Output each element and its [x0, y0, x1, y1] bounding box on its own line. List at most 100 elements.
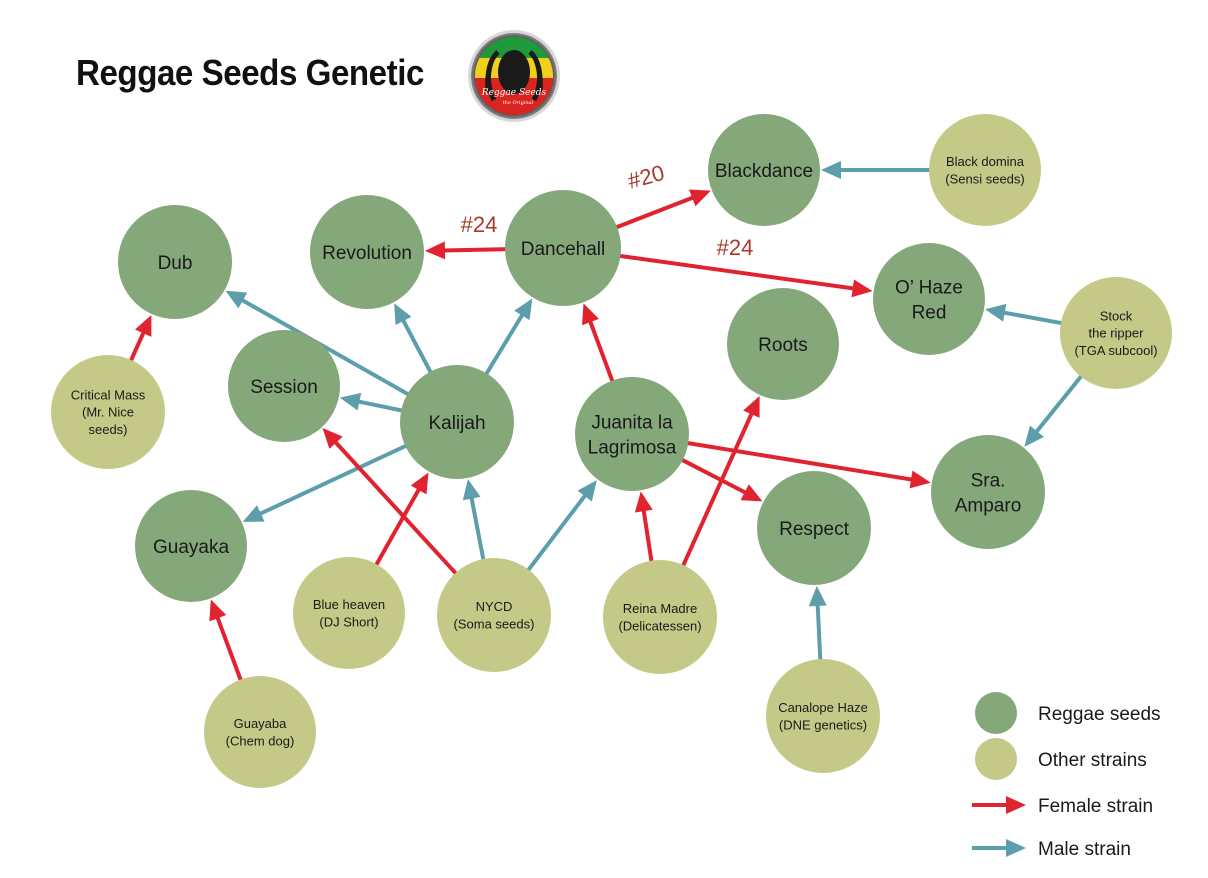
- edge-nycd-to-session: [322, 428, 460, 578]
- node-black_domina-label-0: Black domina: [946, 154, 1025, 169]
- legend-reggae-label: Reggae seeds: [1038, 704, 1161, 725]
- edge-dancehall-to-revolution: [424, 241, 510, 260]
- node-critical-label-1: (Mr. Nice: [82, 405, 134, 420]
- node-session-circle: [228, 330, 340, 442]
- node-stock-label-1: the ripper: [1089, 326, 1145, 341]
- legend: Reggae seeds Other strains Female strain…: [972, 692, 1161, 860]
- node-nycd: NYCD (Soma seeds): [437, 558, 551, 672]
- node-blackdance-circle: [708, 114, 820, 226]
- node-nycd-circle: [437, 558, 551, 672]
- node-revolution-label-0: Revolution: [322, 243, 412, 264]
- node-respect: Respect: [757, 471, 871, 585]
- legend-other-swatch: [975, 738, 1017, 780]
- node-critical-circle: [51, 355, 165, 469]
- node-kalijah-circle: [400, 365, 514, 479]
- node-juanita-label-1: Lagrimosa: [588, 437, 677, 458]
- node-reina-label-0: Reina Madre: [623, 601, 697, 616]
- edge-guayaba-to-guayaka: [209, 599, 244, 684]
- node-stock-circle: [1060, 277, 1172, 389]
- node-revolution-circle: [310, 195, 424, 309]
- node-ohaze-label-1: Red: [912, 302, 947, 323]
- node-guayaba: Guayaba(Chem dog): [204, 676, 316, 788]
- node-dancehall-label-0: Dancehall: [521, 239, 606, 260]
- edge-reina-to-juanita: [634, 491, 654, 565]
- node-sra: Sra.Amparo: [931, 435, 1045, 549]
- edge-juanita-to-sra: [683, 440, 931, 489]
- legend-male-label: Male strain: [1038, 839, 1131, 860]
- node-blue-label-0: Blue heaven: [313, 597, 385, 612]
- node-sra-label-1: Amparo: [955, 495, 1022, 516]
- node-canalope-label-1: (DNE genetics): [779, 717, 867, 732]
- node-dub: Dub: [118, 205, 232, 319]
- node-critical-label-0: Critical Mass: [71, 388, 146, 403]
- legend-male-arrow: [972, 839, 1026, 857]
- logo-text: Reggae Seeds: [481, 88, 547, 98]
- edge-dancehall-to-blackdance: [612, 189, 711, 231]
- edge-kalijah-to-revolution: [394, 303, 434, 377]
- edge-black_domina-to-blackdance: [821, 161, 933, 179]
- node-guayaka: Guayaka: [135, 490, 247, 602]
- node-roots: Roots: [727, 288, 839, 400]
- node-kalijah: Kalijah: [400, 365, 514, 479]
- node-reina-label-1: (Delicatessen): [618, 618, 701, 633]
- edge-label-dancehall-to-ohaze: #24: [717, 235, 754, 260]
- node-roots-circle: [727, 288, 839, 400]
- node-stock-label-0: Stock: [1100, 309, 1133, 324]
- node-layer: Blackdance Black domina (Sensi seeds) Revol…: [51, 114, 1172, 788]
- node-guayaba-label-1: (Chem dog): [226, 733, 295, 748]
- page-title: Reggae Seeds Genetic: [76, 52, 424, 93]
- node-canalope-circle: [766, 659, 880, 773]
- node-guayaka-label-0: Guayaka: [153, 537, 229, 558]
- node-blue: Blue heaven (DJ Short): [293, 557, 405, 669]
- node-blue-circle: [293, 557, 405, 669]
- legend-reggae-swatch: [975, 692, 1017, 734]
- node-dub-label-0: Dub: [158, 253, 193, 274]
- edge-stock-to-sra: [1024, 372, 1085, 447]
- node-canalope: Canalope Haze (DNE genetics): [766, 659, 880, 773]
- edge-dancehall-to-ohaze: [616, 253, 873, 298]
- edge-kalijah-to-dancehall: [482, 298, 533, 378]
- edge-kalijah-to-guayaka: [242, 442, 410, 522]
- node-blackdance: Blackdance: [708, 114, 820, 226]
- node-guayaba-circle: [204, 676, 316, 788]
- edge-critical-to-dub: [127, 314, 152, 365]
- edge-stock-to-ohaze: [985, 303, 1066, 326]
- edge-blue-to-kalijah: [372, 472, 429, 569]
- edge-label-dancehall-to-revolution: #24: [461, 212, 498, 237]
- edge-canalope-to-respect: [808, 585, 827, 664]
- node-black_domina-circle: [929, 114, 1041, 226]
- edge-juanita-to-dancehall: [582, 303, 616, 386]
- node-ohaze-circle: [873, 243, 985, 355]
- node-nycd-label-0: NYCD: [476, 599, 513, 614]
- node-kalijah-label-0: Kalijah: [428, 413, 485, 434]
- brand-logo: Reggae Seeds the Original: [468, 30, 560, 122]
- node-canalope-label-0: Canalope Haze: [778, 700, 868, 715]
- edge-kalijah-to-session: [339, 392, 406, 414]
- edge-label-dancehall-to-blackdance: #20: [625, 160, 667, 194]
- node-reina: Reina Madre (Delicatessen): [603, 560, 717, 674]
- node-black_domina-label-1: (Sensi seeds): [945, 171, 1024, 186]
- node-respect-circle: [757, 471, 871, 585]
- node-session-label-0: Session: [250, 377, 318, 398]
- edge-juanita-to-respect: [678, 456, 763, 502]
- node-blackdance-label-0: Blackdance: [715, 161, 813, 182]
- legend-female-label: Female strain: [1038, 796, 1153, 817]
- edge-nycd-to-kalijah: [462, 478, 486, 564]
- legend-female-arrow-shape: [972, 796, 1026, 814]
- node-guayaka-circle: [135, 490, 247, 602]
- node-juanita-label-0: Juanita la: [591, 412, 673, 433]
- node-dub-circle: [118, 205, 232, 319]
- node-ohaze-label-0: O’ Haze: [895, 277, 963, 298]
- node-blue-label-1: (DJ Short): [319, 614, 378, 629]
- node-respect-label-0: Respect: [779, 519, 849, 540]
- legend-other-label: Other strains: [1038, 750, 1147, 771]
- node-nycd-label-1: (Soma seeds): [454, 616, 535, 631]
- node-dancehall-circle: [505, 190, 621, 306]
- node-black_domina: Black domina (Sensi seeds): [929, 114, 1041, 226]
- legend-female-arrow: [972, 796, 1026, 814]
